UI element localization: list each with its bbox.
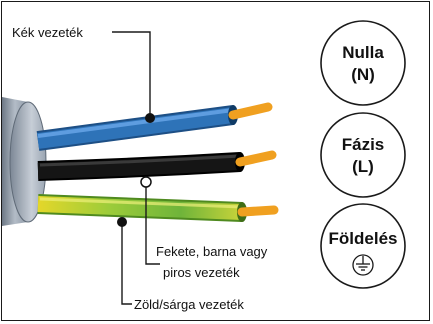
blue-wire-pointer-dot xyxy=(145,113,155,123)
phase-wire-label-line1: Fekete, barna vagy xyxy=(156,244,268,259)
yellow-green-wire-copper xyxy=(237,205,279,217)
earth-badge: Földelés xyxy=(320,203,406,289)
black-wire-leader xyxy=(145,182,160,265)
blue-wire-label: Kék vezeték xyxy=(12,25,83,40)
earth-wire-label: Zöld/sárga vezeték xyxy=(134,297,244,312)
blue-wire-leader xyxy=(112,31,151,118)
neutral-badge: Nulla (N) xyxy=(320,20,406,106)
yellow-green-wire xyxy=(37,194,279,222)
ground-symbol-icon xyxy=(352,254,374,276)
neutral-abbr: (N) xyxy=(351,65,375,84)
leader-lines xyxy=(112,31,160,305)
phase-abbr: (L) xyxy=(352,157,374,176)
phase-badge: Fázis (L) xyxy=(320,112,406,198)
earth-wire-leader xyxy=(121,222,132,305)
phase-wire-label-line2: piros vezeték xyxy=(163,265,240,280)
phase-title: Fázis xyxy=(342,135,385,154)
earth-title: Földelés xyxy=(329,229,398,248)
earth-wire-pointer-dot xyxy=(117,217,127,227)
black-wire-copper xyxy=(235,150,277,167)
black-wire-pointer-dot xyxy=(140,176,152,188)
blue-wire-copper xyxy=(228,102,273,120)
blue-wire xyxy=(36,102,273,151)
neutral-title: Nulla xyxy=(342,43,384,62)
black-wire xyxy=(37,150,277,181)
